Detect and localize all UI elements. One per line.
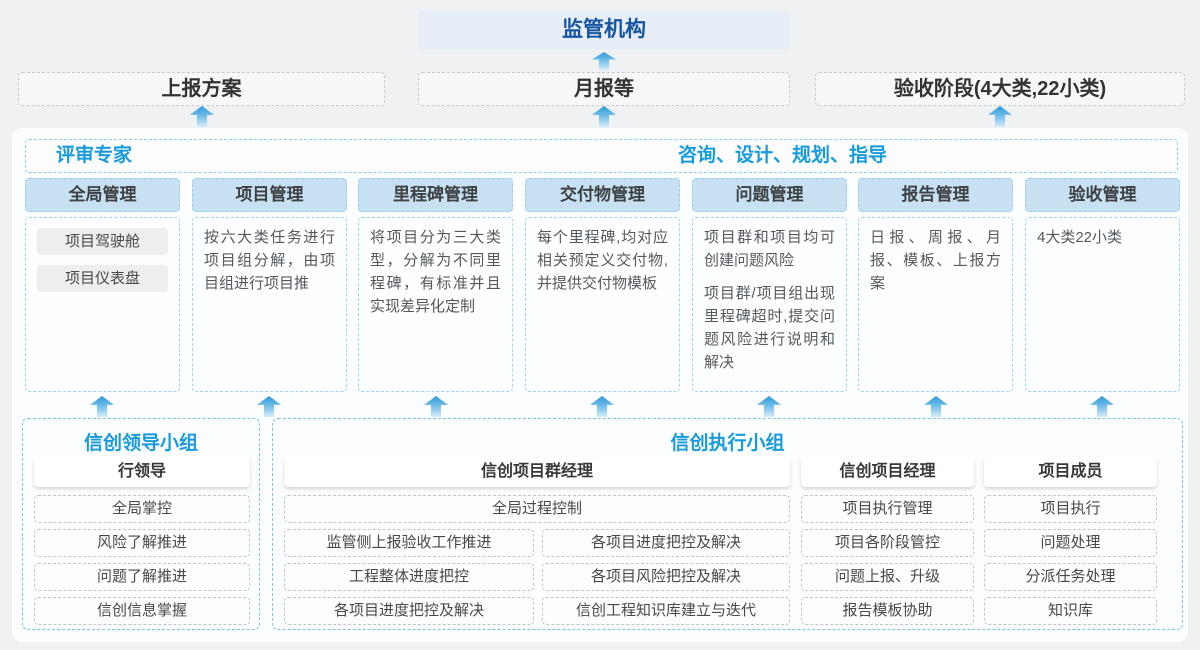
chip-project-cockpit: 项目驾驶舱	[37, 228, 168, 255]
task-item: 问题处理	[984, 529, 1157, 557]
column-title: 里程碑管理	[358, 178, 513, 212]
task-item: 全局过程控制	[284, 495, 790, 523]
arrow-up-icon	[592, 106, 616, 127]
role-box-bank-leader: 行领导	[34, 457, 250, 487]
role-box-member: 项目成员	[984, 457, 1157, 487]
column-text: 将项目分为三大类型，分解为不同里程碑，有标准并且实现差异化定制	[370, 229, 501, 315]
task-item: 工程整体进度把控	[284, 563, 534, 591]
task-item: 风险了解推进	[34, 529, 250, 557]
output-box-monthly: 月报等	[418, 72, 790, 106]
task-item: 报告模板协助	[801, 597, 974, 625]
role-review-experts: 评审专家	[56, 145, 133, 166]
role-box-project-manager: 信创项目经理	[801, 457, 974, 487]
column-title: 全局管理	[25, 178, 180, 212]
column-body: 项目驾驶舱 项目仪表盘	[25, 217, 180, 392]
task-item: 全局掌控	[34, 495, 250, 523]
column-project-management: 项目管理 按六大类任务进行项目组分解，由项目组进行项目推	[192, 178, 347, 392]
column-body: 4大类22小类	[1025, 217, 1180, 392]
task-item: 各项目进度把控及解决	[284, 597, 534, 625]
task-item: 各项目风险把控及解决	[542, 563, 790, 591]
column-body: 将项目分为三大类型，分解为不同里程碑，有标准并且实现差异化定制	[358, 217, 513, 392]
column-global-management: 全局管理 项目驾驶舱 项目仪表盘	[25, 178, 180, 392]
task-item: 各项目进度把控及解决	[542, 529, 790, 557]
column-title: 验收管理	[1025, 178, 1180, 212]
column-milestone-management: 里程碑管理 将项目分为三大类型，分解为不同里程碑，有标准并且实现差异化定制	[358, 178, 513, 392]
output-box-report-plan: 上报方案	[18, 72, 385, 106]
column-acceptance-management: 验收管理 4大类22小类	[1025, 178, 1180, 392]
group-execution-team: 信创执行小组 信创项目群经理 全局过程控制 监管侧上报验收工作推进 工程整体进度…	[272, 418, 1183, 630]
task-item: 知识库	[984, 597, 1157, 625]
task-item: 项目执行	[984, 495, 1157, 523]
group-title: 信创领导小组	[83, 433, 198, 454]
group-title: 信创执行小组	[670, 433, 785, 454]
output-box-acceptance: 验收阶段(4大类,22小类)	[815, 72, 1185, 106]
arrow-up-icon	[592, 52, 616, 70]
role-consulting: 咨询、设计、规划、指导	[678, 145, 888, 166]
column-text: 日报、周报、月报、模板、上报方案	[870, 229, 1001, 292]
column-text: 项目群和项目均可创建问题风险	[704, 229, 835, 269]
role-bar: 评审专家 咨询、设计、规划、指导	[25, 139, 1178, 173]
column-text: 每个里程碑,均对应相关预定义交付物,并提供交付物模板	[537, 229, 668, 292]
task-item: 项目执行管理	[801, 495, 974, 523]
column-text: 按六大类任务进行项目组分解，由项目组进行项目推	[204, 229, 335, 292]
task-item: 监管侧上报验收工作推进	[284, 529, 534, 557]
role-box-program-manager: 信创项目群经理	[284, 457, 790, 487]
column-title: 项目管理	[192, 178, 347, 212]
column-deliverable-management: 交付物管理 每个里程碑,均对应相关预定义交付物,并提供交付物模板	[525, 178, 680, 392]
arrow-up-icon	[988, 106, 1012, 127]
column-body: 按六大类任务进行项目组分解，由项目组进行项目推	[192, 217, 347, 392]
task-item: 问题上报、升级	[801, 563, 974, 591]
column-body: 项目群和项目均可创建问题风险 项目群/项目组出现里程碑超时,提交问题风险进行说明…	[692, 217, 847, 392]
column-text: 项目群/项目组出现里程碑超时,提交问题风险进行说明和解决	[704, 285, 835, 371]
task-item: 问题了解推进	[34, 563, 250, 591]
task-item: 分派任务处理	[984, 563, 1157, 591]
column-text: 4大类22小类	[1037, 229, 1123, 246]
arrow-up-icon	[190, 106, 214, 127]
task-item: 项目各阶段管控	[801, 529, 974, 557]
column-title: 问题管理	[692, 178, 847, 212]
column-title: 交付物管理	[525, 178, 680, 212]
task-item: 信创工程知识库建立与迭代	[542, 597, 790, 625]
column-issue-management: 问题管理 项目群和项目均可创建问题风险 项目群/项目组出现里程碑超时,提交问题风…	[692, 178, 847, 392]
regulator-box: 监管机构	[418, 10, 790, 50]
column-body: 每个里程碑,均对应相关预定义交付物,并提供交付物模板	[525, 217, 680, 392]
column-body: 日报、周报、月报、模板、上报方案	[858, 217, 1013, 392]
group-leader-team: 信创领导小组 行领导 全局掌控 风险了解推进 问题了解推进 信创信息掌握	[22, 418, 260, 630]
task-item: 信创信息掌握	[34, 597, 250, 625]
column-title: 报告管理	[858, 178, 1013, 212]
column-report-management: 报告管理 日报、周报、月报、模板、上报方案	[858, 178, 1013, 392]
chip-project-dashboard: 项目仪表盘	[37, 265, 168, 292]
